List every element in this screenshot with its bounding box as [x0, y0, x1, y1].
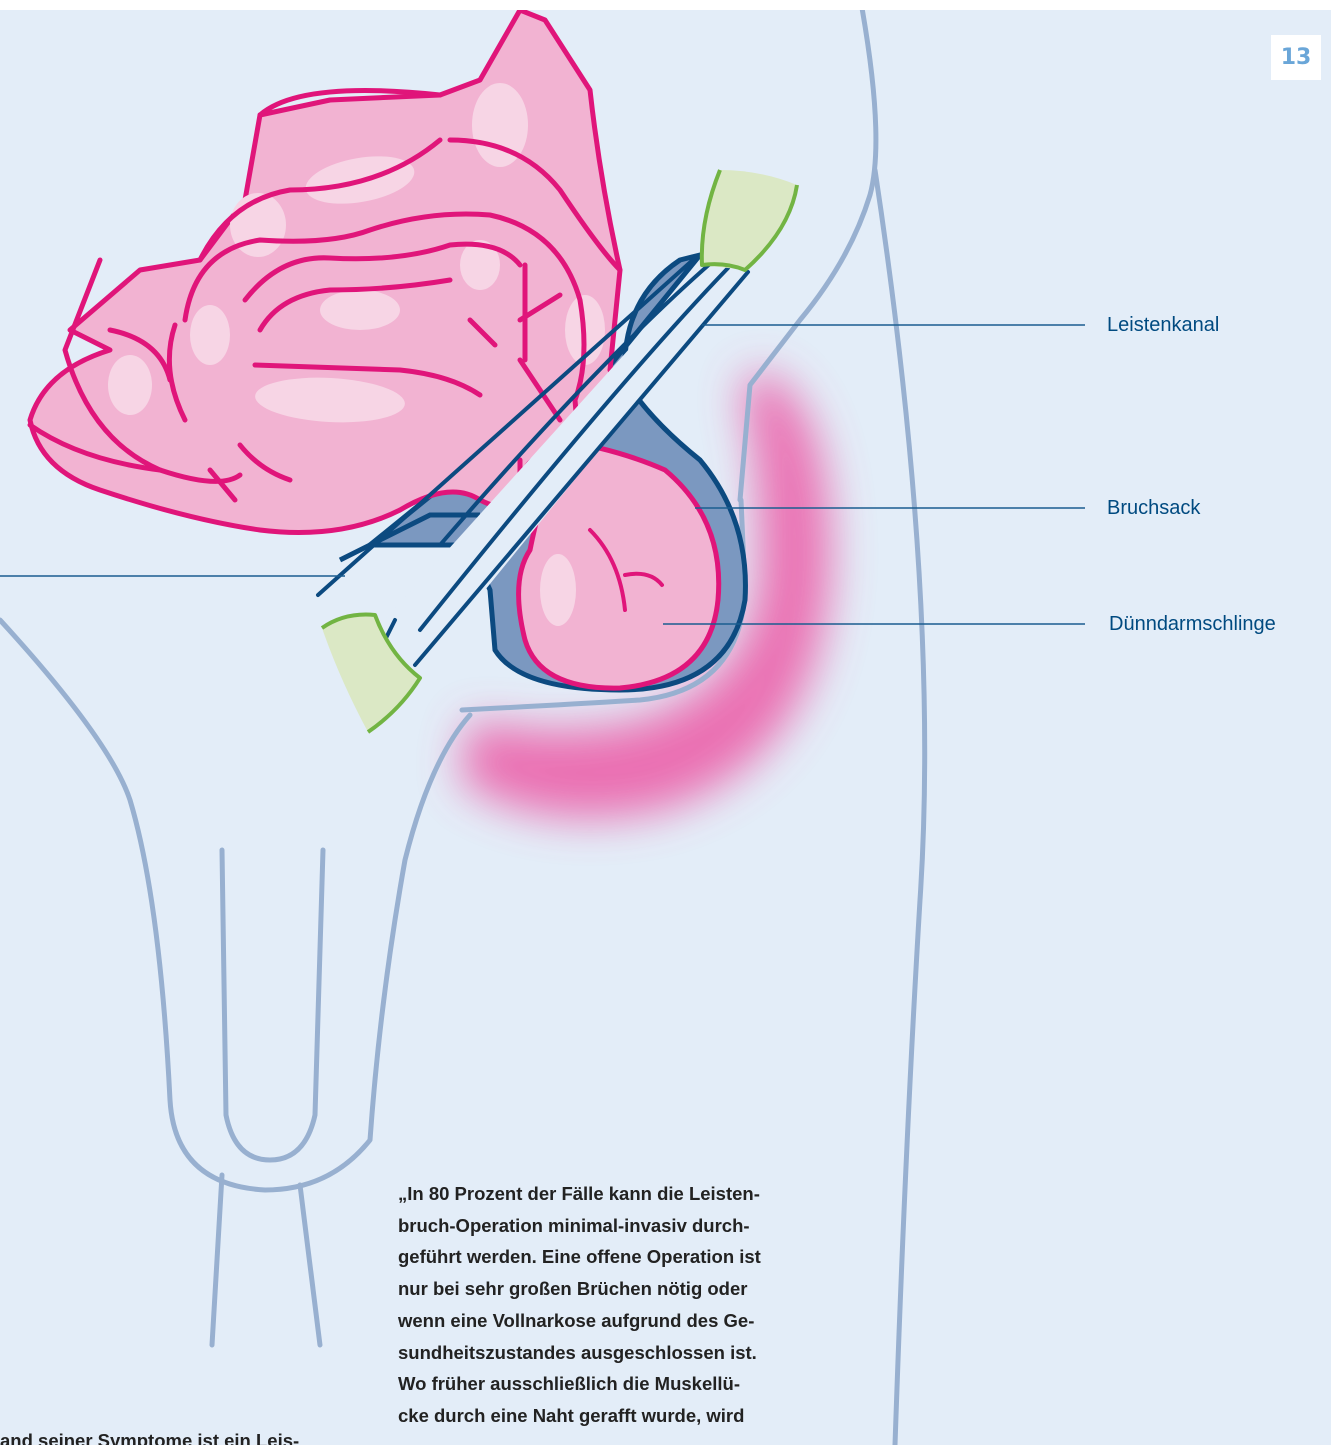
quote-line: cke durch eine Naht gerafft wurde, wird [398, 1400, 828, 1432]
quote-line: wenn eine Vollnarkose aufgrund des Ge- [398, 1305, 828, 1337]
quote-line: sundheitszustandes ausgeschlossen ist. [398, 1337, 828, 1369]
intestines [30, 10, 719, 688]
quote-line: bruch-Operation minimal-invasiv durch- [398, 1210, 828, 1242]
label-duenndarmschlinge: Dünndarmschlinge [1109, 612, 1276, 636]
expert-quote: „In 80 Prozent der Fälle kann die Leiste… [398, 1178, 828, 1432]
quote-line: „In 80 Prozent der Fälle kann die Leiste… [398, 1178, 828, 1210]
page-number: 13 [1271, 35, 1321, 80]
quote-line: nur bei sehr großen Brüchen nötig oder [398, 1273, 828, 1305]
body-text-fragment: and seiner Symptome ist ein Leis- [0, 1427, 299, 1445]
label-leistenkanal: Leistenkanal [1107, 313, 1219, 337]
page-background: 13 Leistenkanal Bruchsack Dünndarmschlin… [0, 10, 1331, 1445]
label-bruchsack: Bruchsack [1107, 496, 1200, 520]
quote-line: Wo früher ausschließlich die Muskellü- [398, 1368, 828, 1400]
quote-line: geführt werden. Eine offene Operation is… [398, 1241, 828, 1273]
